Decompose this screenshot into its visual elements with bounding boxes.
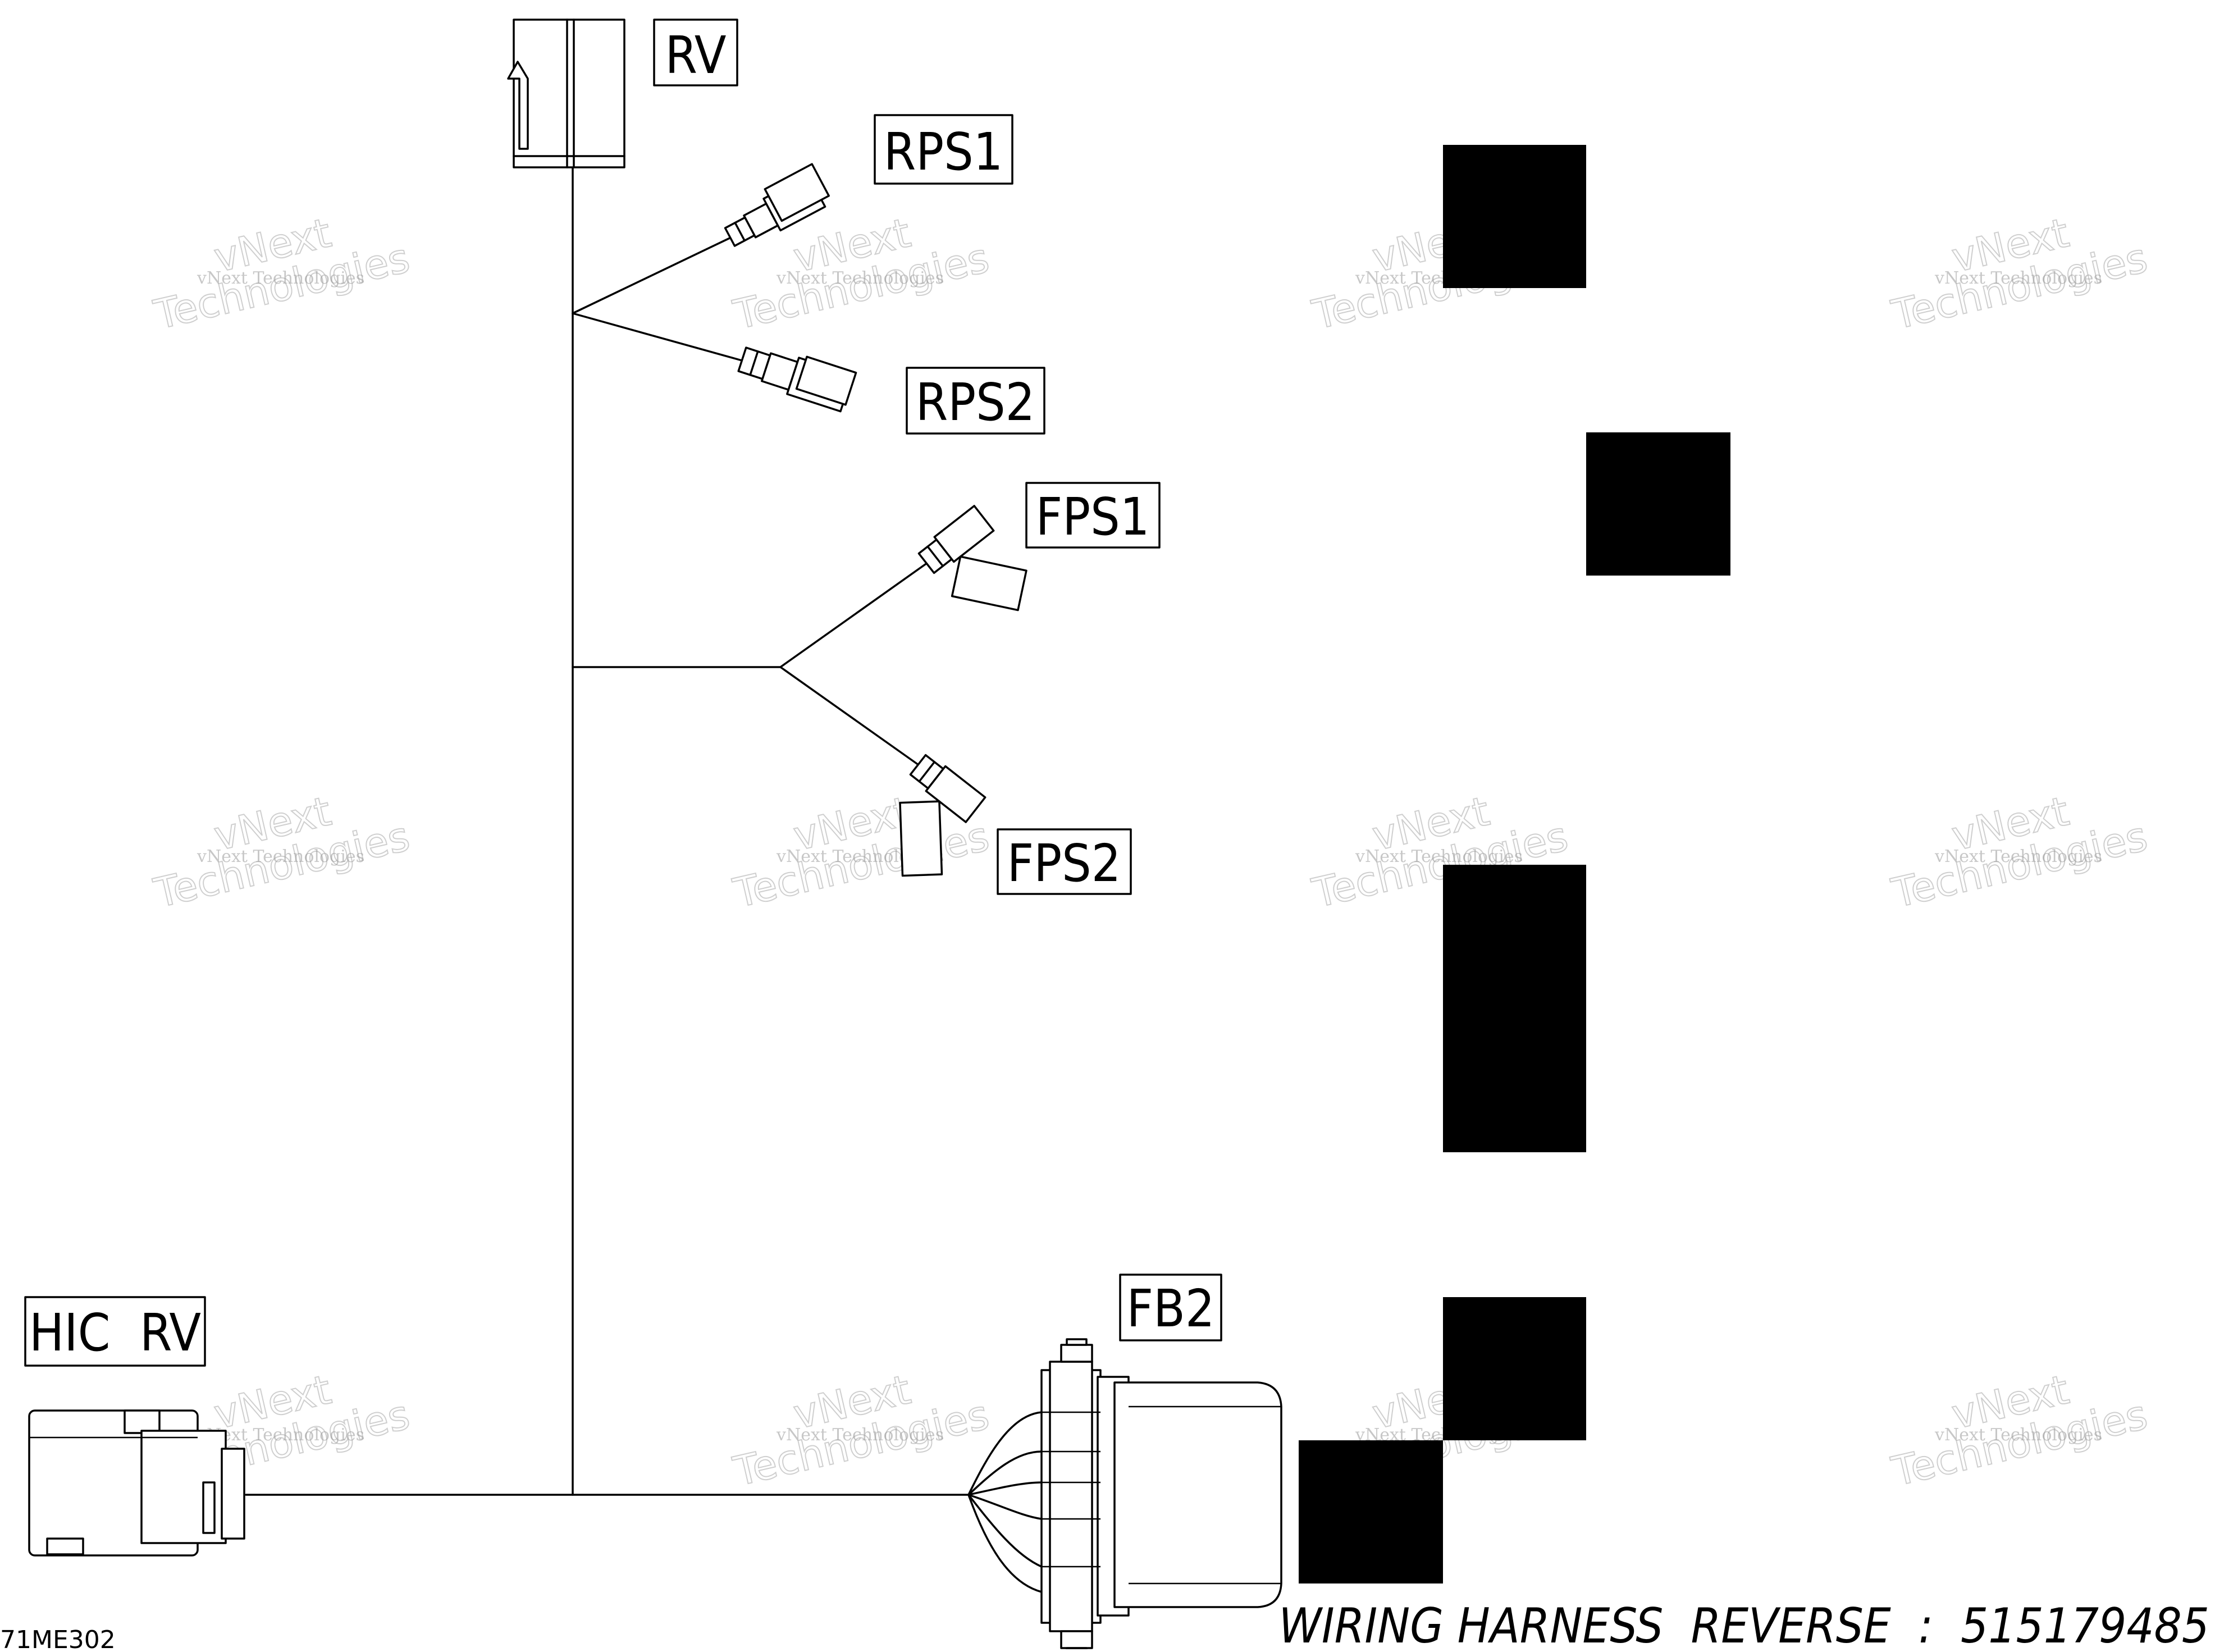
label-fb2-text: FB2 [1126, 1279, 1214, 1339]
label-fb2: FB2 [1119, 1274, 1222, 1341]
label-fps2-text: FPS2 [1007, 833, 1121, 893]
label-rps2: RPS2 [906, 367, 1045, 435]
watermark-small-text: vNext Technologies [197, 847, 364, 866]
rps1-connector [724, 163, 830, 247]
label-rv-text: RV [665, 25, 726, 85]
fb2-connector [967, 1338, 1282, 1650]
fps2-connector [899, 754, 987, 877]
drawing-code: 71ME302 [0, 1626, 116, 1649]
watermark-small-text: vNext Technologies [776, 1425, 944, 1445]
label-hic-rv: HIC RV [24, 1296, 206, 1367]
diagram-title: WIRING HARNESS REVERSE : 515179485 [1278, 1598, 2209, 1649]
redaction-block [1299, 1440, 1443, 1583]
watermark-small-text: vNext Technologies [1355, 847, 1523, 866]
watermark-small-text: vNext Technologies [1934, 1425, 2102, 1445]
redaction-block [1443, 865, 1586, 1152]
redaction-block [1443, 145, 1586, 288]
label-rps1-text: RPS1 [884, 122, 1003, 182]
rps2-connector [737, 346, 857, 413]
redaction-blocks [1299, 145, 1730, 1583]
redaction-block [1443, 1297, 1586, 1440]
redaction-block [1586, 432, 1730, 576]
label-rps1: RPS1 [874, 114, 1013, 185]
label-rps2-text: RPS2 [916, 372, 1035, 432]
label-hic-rv-text: HIC RV [29, 1303, 201, 1363]
watermark-small-text: vNext Technologies [197, 268, 364, 288]
label-fps2: FPS2 [997, 828, 1132, 895]
harness-trunk [245, 166, 970, 1496]
hic-rv-connector [28, 1409, 245, 1557]
label-fps1-text: FPS1 [1036, 487, 1150, 547]
watermark-small-text: vNext Technologies [776, 268, 944, 288]
fps1-connector [917, 505, 1027, 611]
rv-connector [507, 19, 625, 168]
label-fps1: FPS1 [1025, 482, 1161, 549]
label-rv: RV [653, 19, 738, 86]
watermark-small-text: vNext Technologies [1934, 268, 2102, 288]
watermark-small-text: vNext Technologies [1934, 847, 2102, 866]
